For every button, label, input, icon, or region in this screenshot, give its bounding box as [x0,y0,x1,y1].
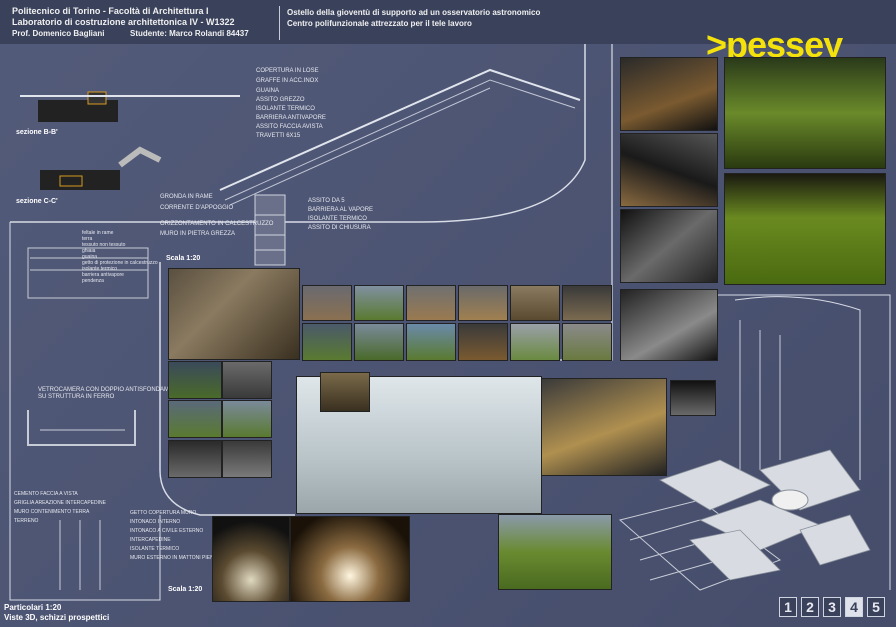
page-4-button[interactable]: 4 [845,597,863,617]
render-thumbnail [406,323,456,361]
roof-label: GRAFFE IN ACC.INOX [256,78,319,84]
header-divider [279,6,280,40]
detail-label: GRIGLIA AREAZIONE INTERCAPEDINE [14,500,106,506]
detail-label: MURO ESTERNO IN MATTONI PIENI [130,555,216,561]
roof-label: BARRIERA ANTIVAPORE [256,115,326,121]
detail-label: GETTO COPERTURA MURO [130,510,197,516]
roof-label: BARRIERA AL VAPORE [308,207,374,213]
interior-render [541,378,667,476]
page-2-button[interactable]: 2 [801,597,819,617]
render-thumbnail [670,380,716,416]
student-name: Studente: Marco Rolandi 84437 [130,29,249,38]
scale-label-top: Scala 1:20 [166,255,201,262]
render-thumbnail [222,440,272,478]
glass-label-2: SU STRUTTURA IN FERRO [38,394,115,400]
render-thumbnail [222,361,272,399]
site-aerial-render [724,173,886,285]
render-thumbnail [222,400,272,438]
render-thumbnail [562,285,612,321]
roof-label: GRONDA IN RAME [160,194,213,200]
render-thumbnail [302,285,352,321]
header: Politecnico di Torino - Facoltà di Archi… [0,0,896,44]
section-bb-label: sezione B-B' [16,129,58,136]
detail-label: tessuto non tessuto [82,242,126,248]
university-title: Politecnico di Torino - Facoltà di Archi… [12,6,209,16]
course-title: Laboratorio di costruzione architettonic… [12,17,235,27]
render-thumbnail [458,285,508,321]
render-thumbnail [562,323,612,361]
roof-label: ISOLANTE TERMICO [308,216,367,222]
detail-label: ghiaia [82,248,96,254]
roof-label: TRAVETTI 6X15 [256,133,301,139]
page-5-button[interactable]: 5 [867,597,885,617]
section-cc-label: sezione C-C' [16,198,58,205]
render-thumbnail [510,323,560,361]
site-render [498,514,612,590]
footer-line-2: Viste 3D, schizzi prospettici [4,613,110,622]
detail-label: INTONACO A CIVILE ESTERNO [130,528,204,534]
professor-name: Prof. Domenico Bagliani [12,29,105,38]
roof-label: ASSITO GREZZO [256,97,305,103]
render-thumbnail [406,285,456,321]
interior-render [212,516,290,602]
interior-render [620,289,718,361]
render-thumbnail [458,323,508,361]
detail-label: INTERCAPEDINE [130,537,171,543]
detail-label: ISOLANTE TERMICO [130,546,180,552]
render-thumbnail [354,285,404,321]
detail-label: barriera antivapore [82,272,124,278]
scale-label-bottom: Scala 1:20 [168,586,203,593]
roof-label: ASSITO DA 5 [308,198,345,204]
page-1-button[interactable]: 1 [779,597,797,617]
interior-render [620,133,718,207]
render-thumbnail [168,440,222,478]
detail-label: INTONACO INTERNO [130,519,181,525]
stone-wall-photo [168,268,300,360]
detail-label: feltale in rame [82,230,114,236]
roof-label: COPERTURA IN LOSE [256,68,319,74]
detail-label: isolante termico [82,266,118,272]
render-thumbnail [302,323,352,361]
render-thumbnail [168,400,222,438]
detail-label: CEMENTO FACCIA A VISTA [14,491,78,497]
interior-render [620,209,718,283]
project-subtitle-1: Ostello della gioventù di supporto ad un… [287,8,541,17]
roof-label: ISOLANTE TERMICO [256,106,315,112]
detail-label: MURO CONTENIMENTO TERRA [14,509,90,515]
roof-label: ASSITO FACCIA AVISTA [256,124,323,130]
roof-label: GUAINA [256,88,280,94]
roof-label: ASSITO DI CHIUSURA [308,225,371,231]
footer-line-1: Particolari 1:20 [4,603,62,612]
detail-label: getto di protezione in calcestruzzo [82,260,158,266]
roof-label: MURO IN PIETRA GREZZA [160,231,236,237]
detail-label: terra [82,236,93,242]
render-thumbnail [510,285,560,321]
detail-label: pendenza [82,278,104,284]
roof-label: CORRENTE D'APPOGGIO [160,205,234,211]
interior-render [620,57,718,131]
project-subtitle-2: Centro polifunzionale attrezzato per il … [287,19,472,28]
detail-label: guaina [82,254,98,260]
site-aerial-render [724,57,886,169]
page-3-button[interactable]: 3 [823,597,841,617]
interior-render [290,516,410,602]
render-thumbnail [320,372,370,412]
detail-label: TERRENO [14,518,39,524]
render-thumbnail [168,361,222,399]
glass-label-1: VETROCAMERA CON DOPPIO ANTISFONDAMENTO [38,387,186,393]
render-thumbnail [354,323,404,361]
roof-label: ORIZZONTAMENTO IN CALCESTRUZZO [160,221,274,227]
